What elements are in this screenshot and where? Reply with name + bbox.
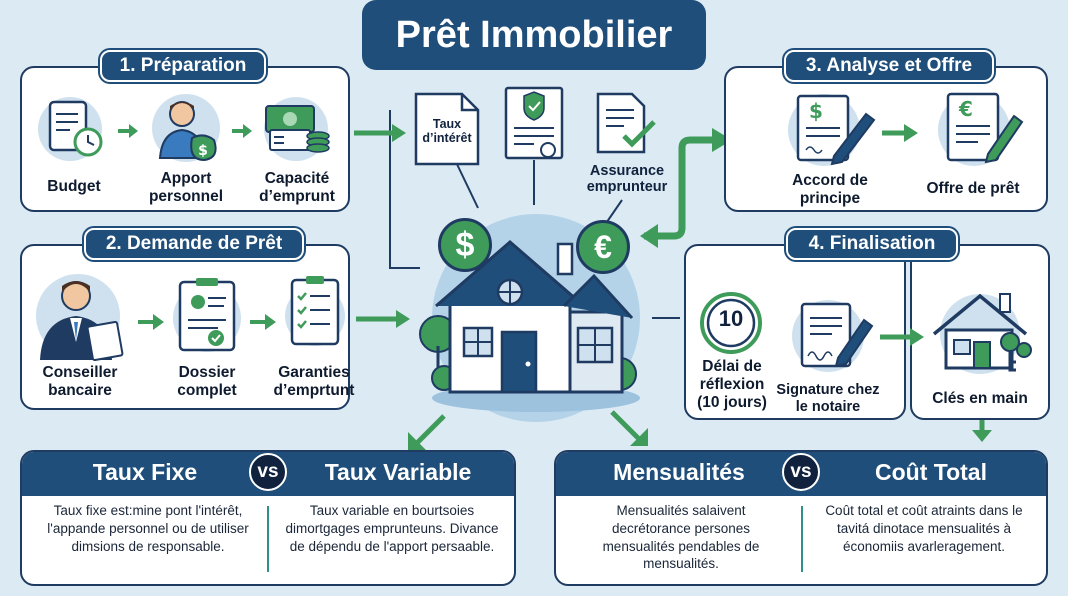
signature-label: Signature chez le notaire xyxy=(776,382,880,415)
svg-text:$: $ xyxy=(198,143,208,159)
person-moneybag-icon: $ xyxy=(152,94,220,162)
fixed-rate-text: Taux fixe est:mine pont l'intérêt, l'app… xyxy=(47,503,249,554)
vs-badge: vs xyxy=(782,453,820,491)
advisor-label: Conseiller bancaire xyxy=(42,364,118,399)
monthly-title: Mensualités xyxy=(613,458,745,485)
clock-icon xyxy=(700,292,762,354)
svg-text:€: € xyxy=(958,97,973,121)
garanties-label: Garanties d’empr­tunt xyxy=(273,364,355,399)
signature-document-icon xyxy=(792,300,874,372)
svg-text:$: $ xyxy=(809,99,823,123)
divider xyxy=(801,506,803,572)
money-stack-icon xyxy=(264,97,330,161)
accord-label: Accord de principe xyxy=(792,172,868,207)
divider xyxy=(267,506,269,572)
preparation-tag: 1. Préparation xyxy=(100,50,266,82)
total-cost-text: Coût total et coût atraints dans le tavi… xyxy=(825,503,1023,554)
arrow-icon xyxy=(354,124,406,142)
variable-rate-title: Taux Variable xyxy=(324,458,472,485)
interest-rate-document-icon xyxy=(414,92,480,166)
approved-document-icon xyxy=(596,92,656,154)
complete-file-icon xyxy=(173,278,241,352)
arrow-down-right-icon xyxy=(610,410,648,446)
double-curved-arrow-icon xyxy=(640,128,732,248)
interest-rate-label: Taux d’intérêt xyxy=(422,117,472,145)
arrow-down-left-icon xyxy=(408,414,446,450)
bank-advisor-icon xyxy=(36,274,124,362)
insurance-certificate-icon xyxy=(504,86,564,160)
fixed-rate-title: Taux Fixe xyxy=(92,458,198,485)
budget-label: Budget xyxy=(47,178,101,195)
euro-coin-icon: € xyxy=(576,220,630,274)
arrow-icon xyxy=(880,328,924,346)
reflexion-label: Délai de réflexion (10 jours) xyxy=(697,358,767,411)
clock-number: 10 xyxy=(718,306,744,331)
keys-label: Clés en main xyxy=(932,390,1028,407)
arrow-icon xyxy=(882,124,918,142)
analyse-tag: 3. Analyse et Offre xyxy=(784,50,994,82)
offre-label: Offre de prêt xyxy=(926,180,1020,197)
arrow-icon xyxy=(138,314,164,330)
house-keys-icon xyxy=(932,293,1032,374)
dollar-coin-icon: $ xyxy=(438,218,492,272)
loan-offer-document-icon: € xyxy=(938,92,1024,166)
finalisation-tag: 4. Finalisation xyxy=(786,228,958,260)
demande-tag: 2. Demande de Prêt xyxy=(84,228,304,260)
variable-rate-text: Taux variable en bourtsoies dimortgages … xyxy=(285,503,499,554)
agreement-document-icon: $ xyxy=(788,94,876,166)
arrow-icon xyxy=(232,124,252,138)
dossier-label: Dossier complet xyxy=(177,364,237,399)
vs-badge: vs xyxy=(249,453,287,491)
guarantee-checklist-icon xyxy=(285,276,345,346)
total-cost-title: Coût Total xyxy=(875,458,987,485)
apport-label: Apport personnel xyxy=(148,170,224,205)
arrow-icon xyxy=(250,314,276,330)
insurance-label: Assurance emprunteur xyxy=(586,163,668,195)
page-title: Prêt Immobilier xyxy=(362,0,706,70)
arrow-icon xyxy=(356,310,410,328)
monthly-text: Mensualités salaivent decrétorance perso… xyxy=(602,503,760,572)
arrow-icon xyxy=(118,124,138,138)
arrow-down-icon xyxy=(972,420,992,442)
capacite-label: Capacité d’emprunt xyxy=(259,170,335,205)
budget-icon xyxy=(38,97,103,161)
